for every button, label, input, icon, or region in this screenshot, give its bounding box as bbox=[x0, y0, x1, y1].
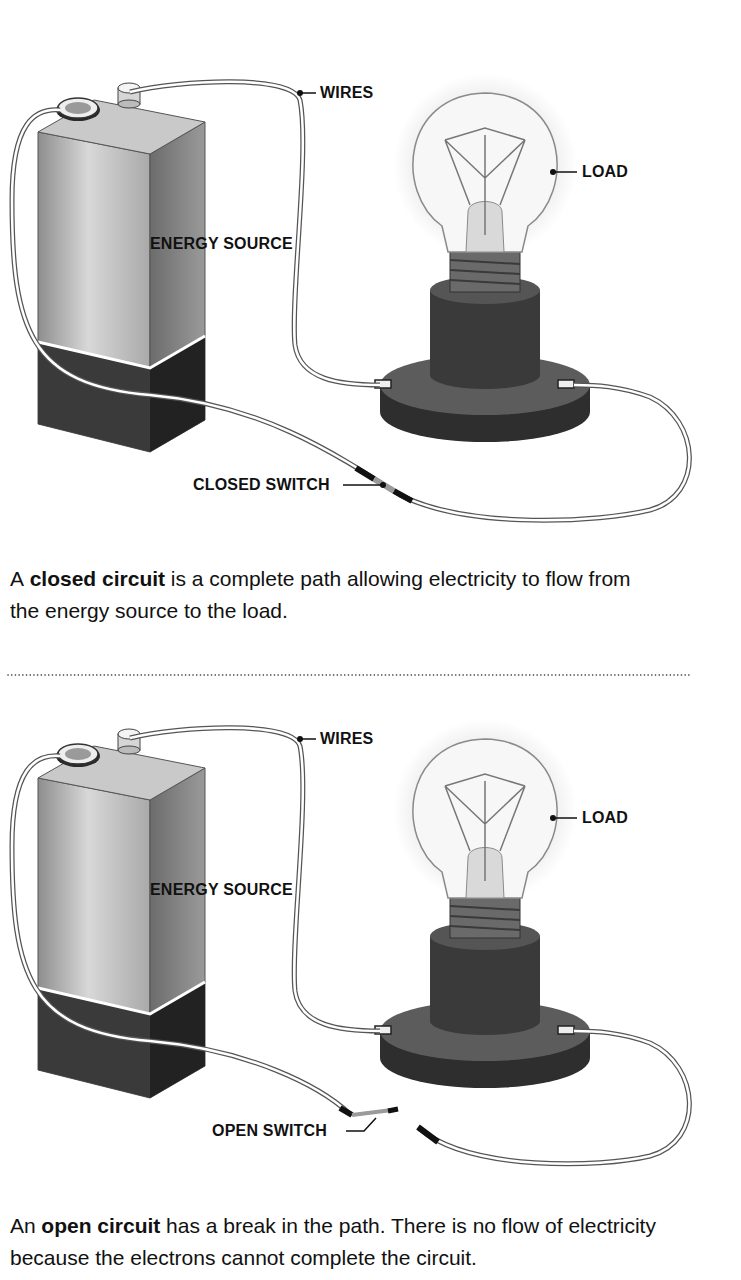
open-circuit-illustration bbox=[12, 719, 689, 1164]
energy-source-label: ENERGY SOURCE bbox=[150, 881, 293, 898]
caption-text: A bbox=[10, 567, 24, 590]
energy-source-label: ENERGY SOURCE bbox=[150, 235, 293, 252]
callout-box: OPEN SWITCH bbox=[212, 1121, 327, 1141]
switch-label: OPEN SWITCH bbox=[212, 1122, 327, 1139]
wire-label: WIRES bbox=[320, 730, 373, 747]
callout-box: LOAD bbox=[582, 808, 628, 828]
callout-box: LOAD bbox=[582, 162, 628, 182]
callout-box: WIRES bbox=[320, 729, 373, 749]
caption-paragraph: Aclosed circuitis a complete path allowi… bbox=[10, 563, 650, 627]
divider-line bbox=[8, 674, 692, 676]
load-label: LOAD bbox=[582, 809, 628, 826]
callout-box: WIRES bbox=[320, 83, 373, 103]
wire-label: WIRES bbox=[320, 84, 373, 101]
callout-box: ENERGY SOURCE bbox=[150, 880, 293, 900]
caption-paragraph: Anopen circuithas a break in the path. T… bbox=[10, 1210, 732, 1274]
caption-term: open circuit bbox=[41, 1214, 160, 1237]
load-label: LOAD bbox=[582, 163, 628, 180]
switch-label: CLOSED SWITCH bbox=[193, 476, 330, 493]
callout-box: ENERGY SOURCE bbox=[150, 234, 293, 254]
caption-text: An bbox=[10, 1214, 36, 1237]
callout-box: CLOSED SWITCH bbox=[193, 475, 330, 495]
caption-term: closed circuit bbox=[30, 567, 165, 590]
closed-circuit-illustration bbox=[12, 73, 689, 520]
